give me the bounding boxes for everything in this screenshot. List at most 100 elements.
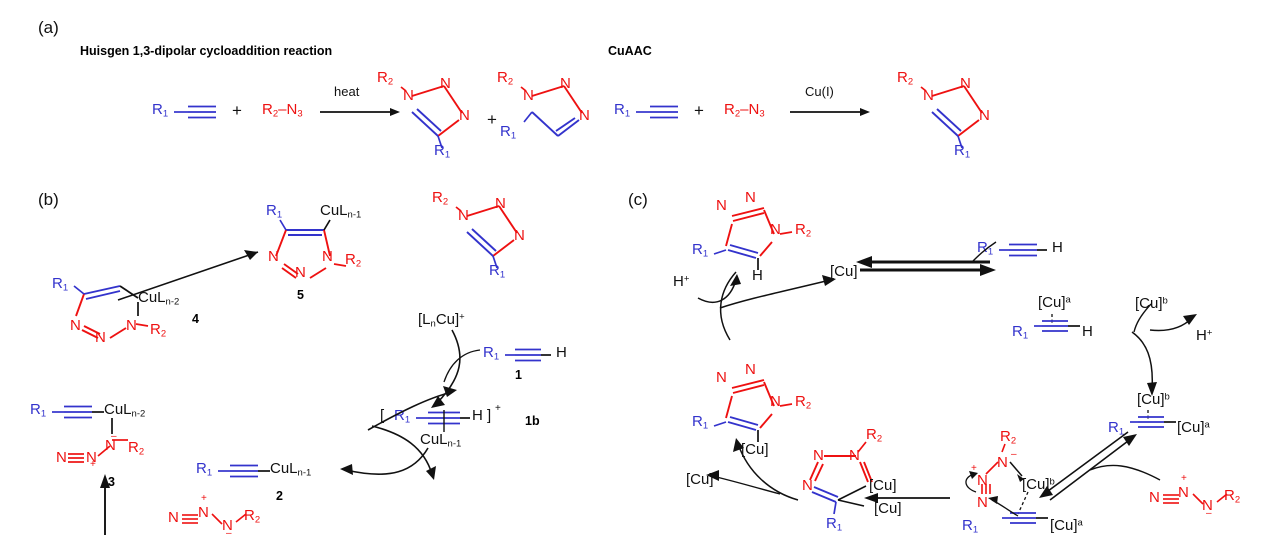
panel-c-acetylide-cu-b: [Cu]b — [1137, 391, 1170, 408]
panel-c-product-ring — [713, 207, 793, 270]
panel-c-cupratedtriazole-n1: N — [770, 393, 781, 410]
panel-c-cupratedtriazole-cu: [Cu] — [741, 441, 769, 458]
panel-b-product-n2: N — [495, 195, 506, 212]
panel-c-free-azide-n-mid: N — [1178, 484, 1189, 501]
panel-b-species1b-charge: + — [495, 403, 501, 414]
panel-b-free-azide-minus: – — [226, 528, 232, 539]
panel-b-species1b-cu: CuLn-1 — [420, 431, 462, 450]
panel-a-product-2-n3: N — [579, 107, 590, 124]
panel-c-alkyne-bond — [999, 243, 1047, 257]
panel-b-product-n3: N — [514, 227, 525, 244]
panel-c-product-n2: N — [716, 197, 727, 214]
panel-c-metallacycle-ring — [809, 441, 873, 515]
panel-c-picomplex-r1: R1 — [1012, 323, 1029, 342]
panel-b-species4-r1: R1 — [52, 275, 69, 294]
panel-a-right-product-n1: N — [923, 87, 934, 104]
panel-c-azidecomplex-plus: + — [971, 463, 977, 474]
panel-c-alkyne-h: H — [1052, 239, 1063, 256]
panel-c-cupratedtriazole-ring — [713, 379, 793, 442]
panel-b-species1b-number: 1b — [525, 414, 540, 428]
panel-b-species4-r2: R2 — [150, 321, 167, 340]
panel-b-species3-n-amide: N — [105, 437, 116, 454]
panel-a-right-alkyne-bond — [636, 105, 678, 119]
panel-c-metallacycle-cu-2: [Cu] — [874, 500, 902, 517]
panel-c-free-azide-n-term: N — [1149, 489, 1160, 506]
panel-c-azidecomplex-cu-b: [Cu]b — [1022, 476, 1055, 493]
panel-a-left-azide: R2–N3 — [262, 101, 303, 120]
panel-b-species4-ring — [73, 285, 149, 339]
panel-c-azidecomplex-r2: R2 — [1000, 428, 1017, 447]
panel-c-metallacycle-r1: R1 — [826, 515, 843, 534]
panel-b-species3-charge-minus: – — [111, 431, 117, 442]
panel-c-cupratedtriazole-n3: N — [745, 361, 756, 378]
panel-b-species3-n-mid: N — [86, 449, 97, 466]
panel-c-free-azide-r2: R2 — [1224, 487, 1241, 506]
panel-c-arrows — [697, 241, 1197, 503]
panel-a-left-arrow-label: heat — [334, 84, 360, 99]
panel-a-right-arrow — [790, 108, 870, 116]
panel-b-product-r2: R2 — [432, 189, 449, 208]
panel-c-free-azide-minus: – — [1206, 508, 1212, 519]
panel-b-free-azide-r2: R2 — [244, 507, 261, 526]
panel-b-product-r1: R1 — [489, 262, 506, 281]
panel-b-label: (b) — [38, 190, 59, 209]
panel-c-metallacycle-n2: N — [849, 447, 860, 464]
panel-b-species1-number: 1 — [515, 368, 522, 382]
panel-b-species4-cu: CuLn-2 — [138, 289, 180, 308]
panel-c-product-r1: R1 — [692, 241, 709, 260]
panel-c-azidecomplex-r1: R1 — [962, 517, 979, 536]
panel-c-product-n1: N — [770, 221, 781, 238]
panel-b-species2-number: 2 — [276, 489, 283, 503]
panel-c-released-proton: H+ — [1196, 327, 1213, 344]
panel-a-left-alkyne-r1: R1 — [152, 101, 169, 120]
panel-c-proton: H+ — [673, 273, 690, 290]
panel-a-product-1-r1: R1 — [434, 142, 451, 161]
panel-b-species3-number: 3 — [108, 475, 115, 489]
panel-c-acetylide-bond — [1130, 410, 1176, 428]
panel-c-cupratedtriazole-n2: N — [716, 369, 727, 386]
panel-a-product-1-n1: N — [403, 87, 414, 104]
panel-a-left-plus: + — [232, 101, 242, 120]
panel-b-species5-r1: R1 — [266, 202, 283, 221]
panel-c-cu-b-reagent: [Cu]b — [1135, 295, 1168, 312]
panel-a-product-2-r2: R2 — [497, 69, 514, 88]
panel-c-azidecomplex-cu-a: [Cu]a — [1050, 517, 1083, 534]
panel-c-picomplex-h: H — [1082, 323, 1093, 340]
panel-b-free-azide-bonds — [182, 513, 247, 525]
panel-c-metallacycle-n3: N — [813, 447, 824, 464]
panel-a-product-2-r1: R1 — [500, 123, 517, 142]
panel-b-species4-n3: N — [126, 317, 137, 334]
panel-b-species3-charge-plus: + — [90, 459, 96, 470]
panel-b-species3-bonds — [68, 418, 128, 463]
panel-b-species1b-h: H — [472, 407, 483, 424]
panel-c-released-cu: [Cu] — [686, 471, 714, 488]
panel-a-right-plus: + — [694, 101, 704, 120]
panel-c-picomplex-bond — [1034, 314, 1080, 332]
panel-c-metallacycle-n1: N — [802, 477, 813, 494]
panel-a-label: (a) — [38, 18, 59, 37]
panel-c-product-h: H — [752, 267, 763, 284]
panel-c-azidecomplex-minus: – — [1011, 449, 1017, 460]
panel-a-product-1-n3: N — [459, 107, 470, 124]
panel-b-catalyst: [LnCu]+ — [418, 311, 465, 330]
panel-c-free-azide-bonds — [1163, 493, 1228, 505]
panel-b-species3-alkyne — [52, 405, 104, 419]
panel-b-species5-n1: N — [268, 248, 279, 265]
panel-b-species1b-open-bracket: [ — [380, 407, 385, 424]
panel-a-right-title: CuAAC — [608, 44, 652, 58]
panel-c-free-cu: [Cu] — [830, 263, 858, 280]
panel-b-species5-cu: CuLn-1 — [320, 202, 362, 221]
panel-a-left-title: Huisgen 1,3-dipolar cycloaddition reacti… — [80, 44, 333, 58]
panel-b-species1b-r1: R1 — [394, 407, 411, 426]
panel-a-left-arrow — [320, 108, 400, 116]
panel-b-species2-alkyne — [218, 464, 270, 478]
panel-b-species2-r1: R1 — [196, 460, 213, 479]
panel-b-free-azide-n-term: N — [168, 509, 179, 526]
panel-c-cupratedtriazole-r2: R2 — [795, 393, 812, 412]
panel-b-species3-r1: R1 — [30, 401, 47, 420]
panel-c-free-azide-plus: + — [1181, 473, 1187, 484]
panel-c-acetylide-cu-a: [Cu]a — [1177, 419, 1210, 436]
panel-b-species3-r2: R2 — [128, 439, 145, 458]
panel-b-species5-ring — [275, 219, 347, 279]
panel-b-product-ring — [455, 205, 518, 269]
